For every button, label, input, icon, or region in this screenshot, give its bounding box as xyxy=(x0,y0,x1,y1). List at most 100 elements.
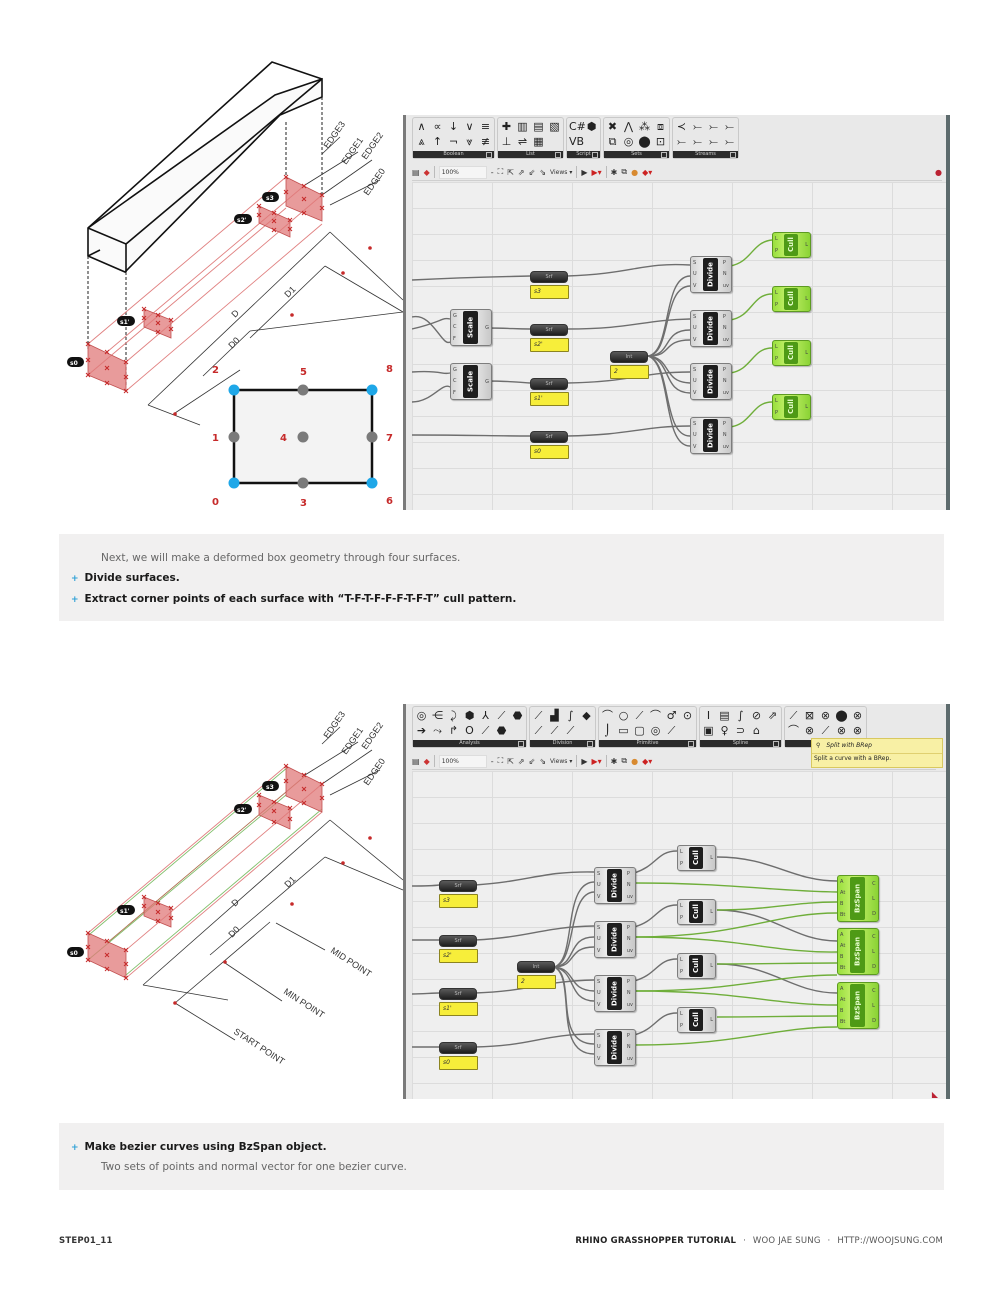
component-icon[interactable]: VB xyxy=(569,135,585,148)
component-icon[interactable]: ⤚ xyxy=(725,135,734,148)
input-port[interactable]: S xyxy=(693,420,697,427)
input-port[interactable]: G xyxy=(453,366,457,373)
output-port[interactable]: L xyxy=(872,1002,875,1009)
input-port[interactable]: Bt xyxy=(840,912,846,919)
navigate-icon[interactable]: ⇘ xyxy=(539,167,547,177)
component-icon[interactable]: ⁂ xyxy=(639,120,650,133)
component-icon[interactable]: ◎ xyxy=(416,709,427,722)
count-param[interactable]: Int xyxy=(610,351,648,363)
component-icon[interactable]: ⊗ xyxy=(820,709,831,722)
ribbon-group-label[interactable]: Primitive xyxy=(599,740,696,747)
component-icon[interactable]: ⟋ xyxy=(789,709,798,722)
ribbon-group-label[interactable]: Division xyxy=(530,740,595,747)
component-icon[interactable]: ≡ xyxy=(480,120,491,133)
output-port[interactable]: L xyxy=(805,296,808,302)
component-icon[interactable]: ⌂ xyxy=(753,724,760,737)
views-menu[interactable]: Views ▾ xyxy=(550,757,573,765)
component-icon[interactable]: ⌒ xyxy=(602,709,613,722)
zoom-dropdown-icon[interactable]: - xyxy=(490,167,494,177)
solver-icon[interactable]: ✱ xyxy=(610,756,618,766)
component-icon[interactable]: ↱ xyxy=(448,724,459,737)
output-port[interactable]: uv xyxy=(722,390,729,397)
input-port[interactable]: C xyxy=(453,378,457,385)
output-port[interactable]: C xyxy=(872,880,876,887)
input-port[interactable]: P xyxy=(680,915,684,921)
input-port[interactable]: A xyxy=(840,931,844,938)
component-icon[interactable]: ⌡ xyxy=(604,724,611,737)
component-icon[interactable]: ⌒ xyxy=(650,709,661,722)
input-port[interactable]: S xyxy=(693,313,697,320)
component-icon[interactable]: ⊃ xyxy=(735,724,746,737)
component-icon[interactable]: ⇌ xyxy=(517,135,528,148)
ribbon-group-label[interactable]: Script xyxy=(567,151,600,158)
output-port[interactable]: uv xyxy=(722,337,729,344)
component-icon[interactable]: ⧉ xyxy=(608,135,617,148)
count-param-panel[interactable]: 2 xyxy=(610,365,649,379)
play-icon[interactable]: ▶ xyxy=(581,756,588,766)
input-port[interactable]: P xyxy=(680,861,684,867)
component-icon[interactable]: Ι xyxy=(706,709,711,722)
output-port[interactable]: L xyxy=(710,1017,713,1023)
output-port[interactable]: uv xyxy=(626,1002,633,1009)
input-port[interactable]: F xyxy=(453,390,456,397)
output-port[interactable]: uv xyxy=(626,894,633,901)
component-icon[interactable]: ⤸ xyxy=(450,709,457,722)
component-icon[interactable]: ▤ xyxy=(719,709,730,722)
input-port[interactable]: P xyxy=(680,1023,684,1029)
input-port[interactable]: At xyxy=(840,889,846,896)
component-icon[interactable]: ⤳ xyxy=(433,724,442,737)
output-port[interactable]: P xyxy=(722,259,726,266)
output-port[interactable]: L xyxy=(710,963,713,969)
component-icon[interactable]: ▧ xyxy=(549,120,560,133)
component-icon[interactable]: ↑ xyxy=(432,135,443,148)
input-port[interactable]: P xyxy=(775,302,779,308)
component-icon[interactable]: ⊠ xyxy=(804,709,815,722)
input-port[interactable]: B xyxy=(840,1008,844,1015)
component-icon[interactable]: ⬣ xyxy=(512,709,523,722)
output-port[interactable]: N xyxy=(626,990,631,997)
navigate-icon[interactable]: ⇗ xyxy=(517,167,525,177)
output-port[interactable]: N xyxy=(722,432,727,439)
zoom-extents-icon[interactable]: ⛶ xyxy=(497,756,504,765)
component-icon[interactable]: ▣ xyxy=(703,724,714,737)
component-icon[interactable]: ⧈ xyxy=(657,120,664,133)
output-port[interactable]: uv xyxy=(626,948,633,955)
output-port[interactable]: N xyxy=(626,882,631,889)
component-icon[interactable]: ◎ xyxy=(650,724,661,737)
zoom-level-input[interactable]: 100% xyxy=(438,754,487,768)
component-icon[interactable]: ∨ xyxy=(465,120,474,133)
component-icon[interactable]: ▟ xyxy=(550,709,559,722)
output-port[interactable]: G xyxy=(485,378,489,385)
component-icon[interactable]: ∫ xyxy=(737,709,744,722)
input-port[interactable]: L xyxy=(680,903,683,909)
component-icon[interactable]: ⤚ xyxy=(677,135,686,148)
component-icon[interactable]: ▦ xyxy=(533,135,544,148)
render-preview-icon[interactable]: ◆▾ xyxy=(642,756,653,766)
status-icon[interactable]: ● xyxy=(935,167,942,177)
component-icon[interactable]: ⤚ xyxy=(725,120,734,133)
component-icon[interactable]: ⟋ xyxy=(534,724,543,737)
surface-param[interactable]: Srf xyxy=(439,1042,477,1054)
output-port[interactable]: uv xyxy=(722,444,729,451)
bake-icon[interactable]: ● xyxy=(631,167,639,177)
surface-param-panel[interactable]: s3 xyxy=(439,894,478,908)
component-icon[interactable]: ▭ xyxy=(618,724,629,737)
preview-icon[interactable]: ▶▾ xyxy=(591,167,602,177)
input-port[interactable]: C xyxy=(453,324,457,331)
navigate-icon[interactable]: ⇱ xyxy=(507,167,514,177)
component-icon[interactable]: ✚ xyxy=(501,120,512,133)
input-port[interactable]: A xyxy=(840,878,844,885)
output-port[interactable]: N xyxy=(722,378,727,385)
component-icon[interactable]: ⋀ xyxy=(623,120,634,133)
output-port[interactable]: L xyxy=(710,909,713,915)
input-port[interactable]: G xyxy=(453,312,457,319)
input-port[interactable]: L xyxy=(680,957,683,963)
